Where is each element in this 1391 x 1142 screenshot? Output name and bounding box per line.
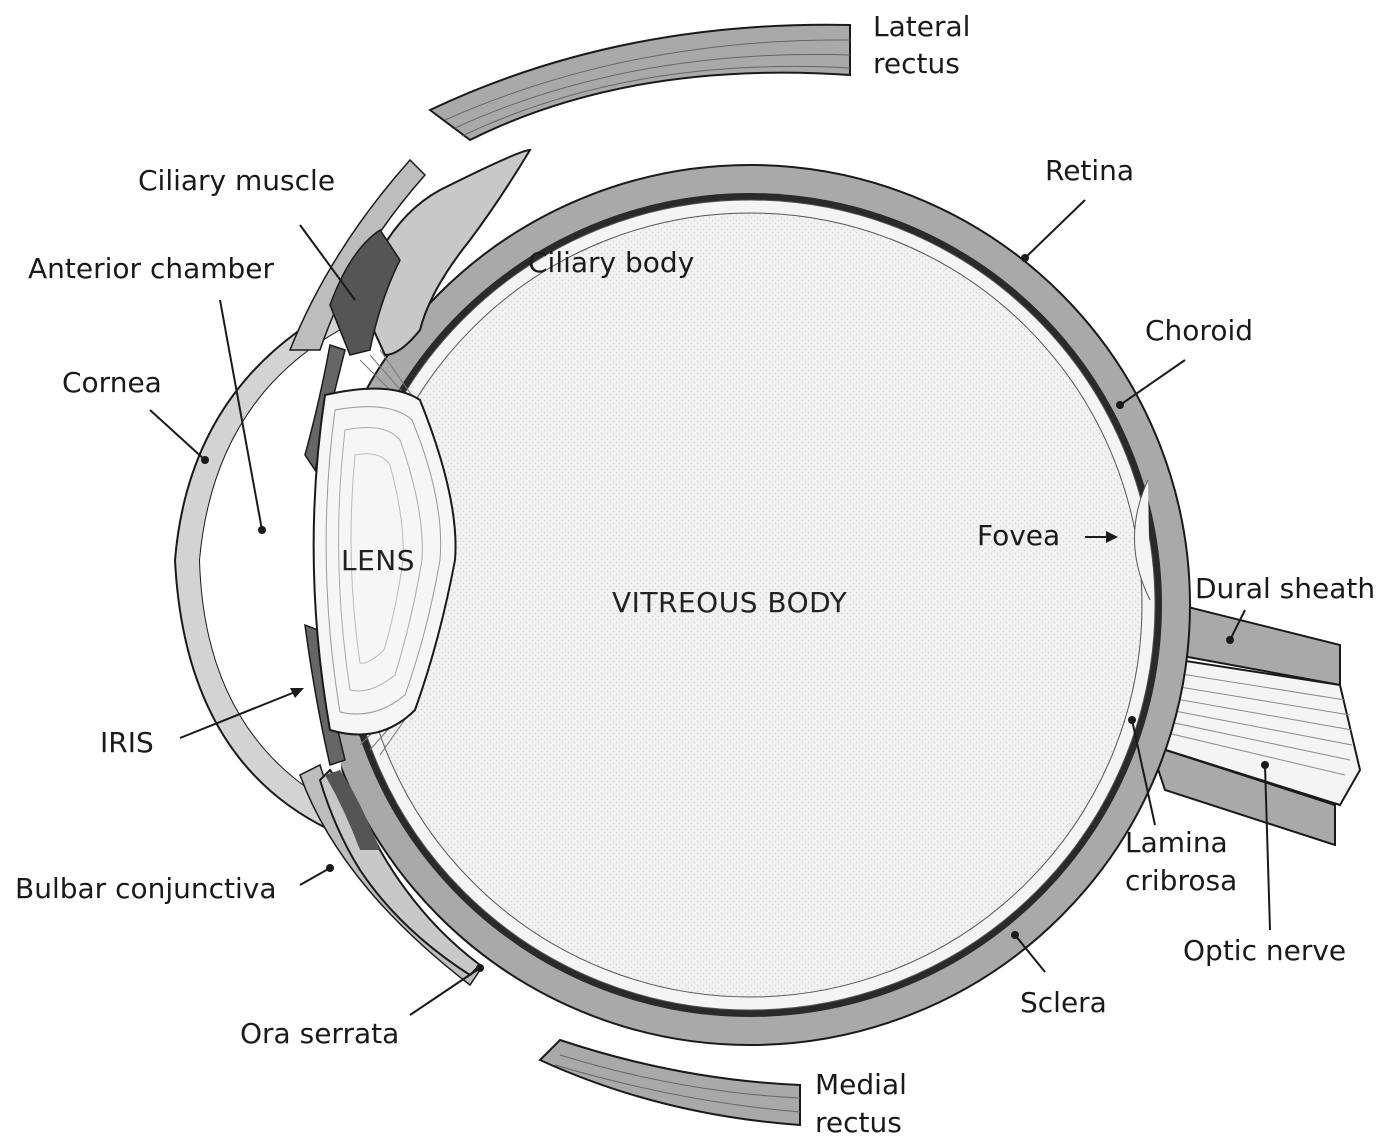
label-ciliary-muscle: Ciliary muscle	[138, 164, 335, 197]
label-lamina-cribrosa-line2: cribrosa	[1125, 864, 1237, 897]
label-ora-serrata: Ora serrata	[240, 1017, 399, 1050]
label-lateral-rectus-line2: rectus	[873, 47, 960, 80]
label-bulbar-conjunctiva: Bulbar conjunctiva	[15, 872, 277, 905]
label-cornea: Cornea	[62, 366, 162, 399]
label-anterior-chamber: Anterior chamber	[28, 252, 275, 285]
label-sclera: Sclera	[1020, 986, 1107, 1019]
label-ciliary-body: Ciliary body	[528, 246, 694, 279]
label-lens: LENS	[341, 544, 415, 577]
label-medial-rectus-line2: rectus	[815, 1106, 902, 1139]
label-dural-sheath: Dural sheath	[1195, 572, 1375, 605]
label-retina: Retina	[1045, 154, 1134, 187]
label-lamina-cribrosa-line1: Lamina	[1125, 826, 1228, 859]
label-lateral-rectus-line1: Lateral	[873, 10, 970, 43]
label-fovea: Fovea	[977, 519, 1060, 552]
label-vitreous-body: VITREOUS BODY	[612, 586, 848, 619]
label-iris: IRIS	[100, 726, 154, 759]
label-optic-nerve: Optic nerve	[1183, 934, 1346, 967]
label-choroid: Choroid	[1145, 314, 1253, 347]
label-medial-rectus-line1: Medial	[815, 1068, 907, 1101]
